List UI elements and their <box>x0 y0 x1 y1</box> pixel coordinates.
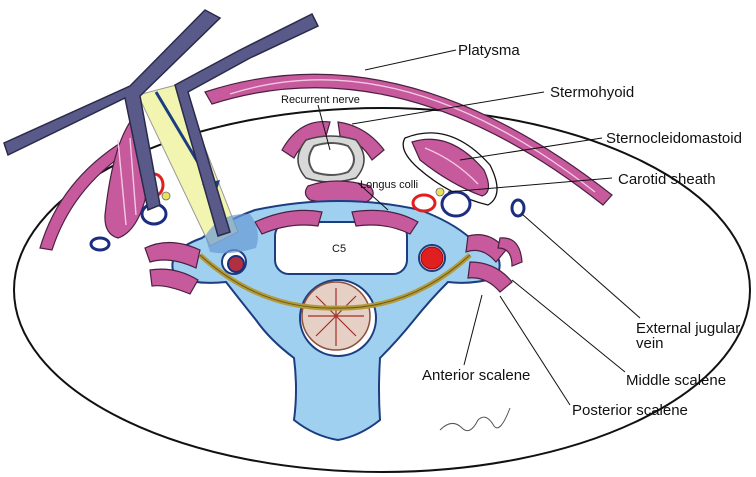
label-longus-colli: Longus colli <box>360 179 418 191</box>
vertebral-artery <box>420 246 444 270</box>
platysma-muscle <box>39 73 613 251</box>
label-carotid-sheath: Carotid sheath <box>618 171 716 188</box>
left-scalene-muscles <box>144 241 201 295</box>
c5-vertebra <box>171 200 501 442</box>
label-external-jugular-vein: vein <box>636 335 664 352</box>
label-middle-scalene: Middle scalene <box>626 372 726 389</box>
longus-colli-muscles <box>254 209 419 235</box>
label-posterior-scalene: Posterior scalene <box>572 402 688 419</box>
label-external-jugular: External jugular <box>636 320 740 337</box>
label-recurrent-nerve: Recurrent nerve <box>281 94 360 106</box>
label-sternohyoid: Stermohyoid <box>550 84 634 101</box>
label-platysma: Platysma <box>458 42 520 59</box>
retractor-instrument <box>3 9 320 237</box>
label-sternocleidomastoid: Sternocleidomastoid <box>606 130 742 147</box>
right-scalene-muscles <box>465 234 523 293</box>
right-sternocleidomastoid <box>402 132 498 206</box>
external-jugular-vein <box>510 198 526 218</box>
artist-signature <box>439 407 511 432</box>
trachea <box>297 135 365 183</box>
right-carotid-sheath <box>411 187 472 218</box>
label-c5: C5 <box>332 243 346 255</box>
leader-lines <box>317 49 641 406</box>
label-anterior-scalene: Anterior scalene <box>422 367 530 384</box>
